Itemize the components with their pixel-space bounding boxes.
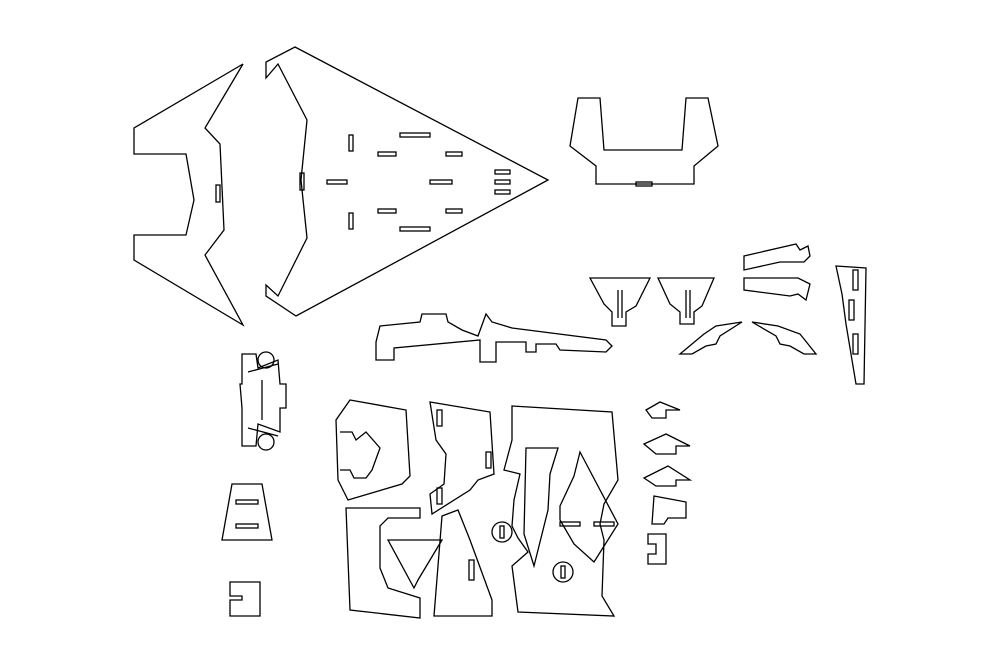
round-token-b [552, 561, 574, 583]
landing-gear-part [221, 483, 273, 541]
small-fin-b [656, 277, 715, 325]
engine-block-part-b [429, 401, 495, 516]
engine-block-part [335, 399, 411, 501]
canard-b [751, 321, 818, 355]
small-fin-a [588, 277, 652, 327]
upper-fin-part-b [743, 277, 811, 302]
main-hull-part [265, 46, 550, 317]
left-wing-part [133, 63, 245, 327]
upper-fin-part-a [743, 243, 811, 271]
landing-gear-part-b [229, 581, 261, 617]
fuselage-keel-part [375, 312, 613, 363]
round-token-a [491, 521, 513, 543]
stand-part [239, 351, 287, 451]
tail-strut-part [642, 401, 693, 565]
canard-a [678, 321, 743, 355]
bay-frame-part-b [345, 507, 493, 619]
right-keel-part [835, 265, 867, 385]
cockpit-frame-part [569, 97, 719, 187]
bay-frame-part [503, 405, 619, 617]
